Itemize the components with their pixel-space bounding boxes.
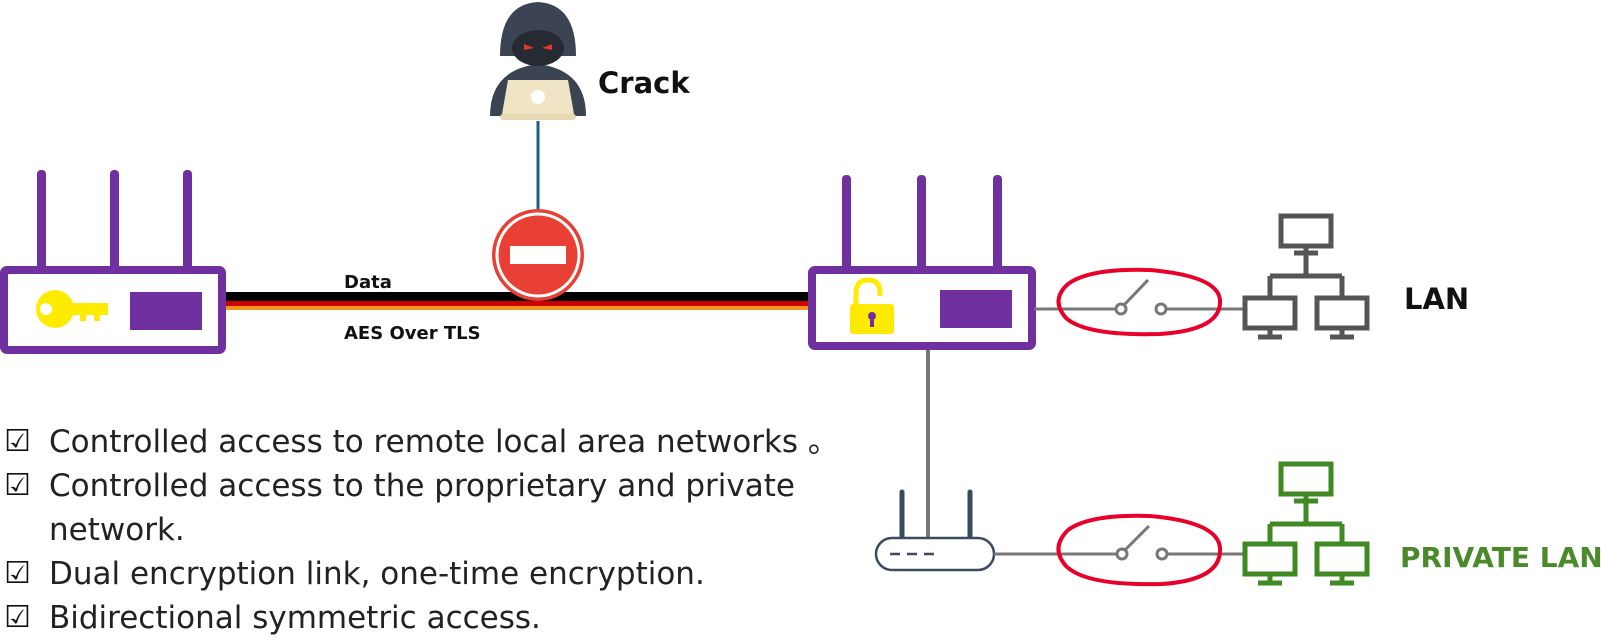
- key-icon: [36, 290, 108, 328]
- feature-list: ☑ Controlled access to remote local area …: [4, 420, 864, 640]
- feature-item: ☑ Controlled access to the proprietary an…: [4, 464, 864, 552]
- access-point-icon: [874, 489, 996, 572]
- private-lan-switch-icon: [994, 513, 1245, 587]
- link-top-label: Data: [344, 272, 392, 293]
- checkbox-checked-icon: ☑: [4, 424, 31, 459]
- feature-item: ☑ Controlled access to remote local area …: [4, 420, 864, 464]
- checkbox-checked-icon: ☑: [4, 556, 31, 591]
- attacker-label: Crack: [598, 66, 690, 100]
- lan-label: LAN: [1404, 282, 1470, 316]
- checkbox-checked-icon: ☑: [4, 468, 31, 503]
- router-left-icon: [0, 170, 226, 354]
- hacker-icon: [490, 2, 586, 120]
- private-lan-label: PRIVATE LAN: [1400, 541, 1601, 574]
- feature-text: Bidirectional symmetric access.: [49, 600, 541, 636]
- feature-item: ☑ Dual encryption link, one-time encrypti…: [4, 552, 864, 596]
- router-right-icon: [808, 175, 1036, 350]
- blocked-sign-icon: [492, 209, 584, 301]
- encrypted-link-cable: [220, 292, 812, 310]
- link-bottom-label: AES Over TLS: [344, 323, 481, 344]
- feature-item: ☑ Bidirectional symmetric access.: [4, 596, 864, 640]
- feature-text: Dual encryption link, one-time encryptio…: [49, 556, 705, 592]
- feature-text: Controlled access to remote local area n…: [49, 424, 839, 460]
- feature-text: Controlled access to the proprietary and…: [49, 468, 795, 548]
- checkbox-checked-icon: ☑: [4, 600, 31, 635]
- lan-computers-icon: [1242, 213, 1370, 340]
- lan-switch-icon: [1034, 267, 1245, 337]
- unlocked-padlock-icon: [850, 277, 894, 334]
- private-lan-computers-icon: [1242, 461, 1370, 586]
